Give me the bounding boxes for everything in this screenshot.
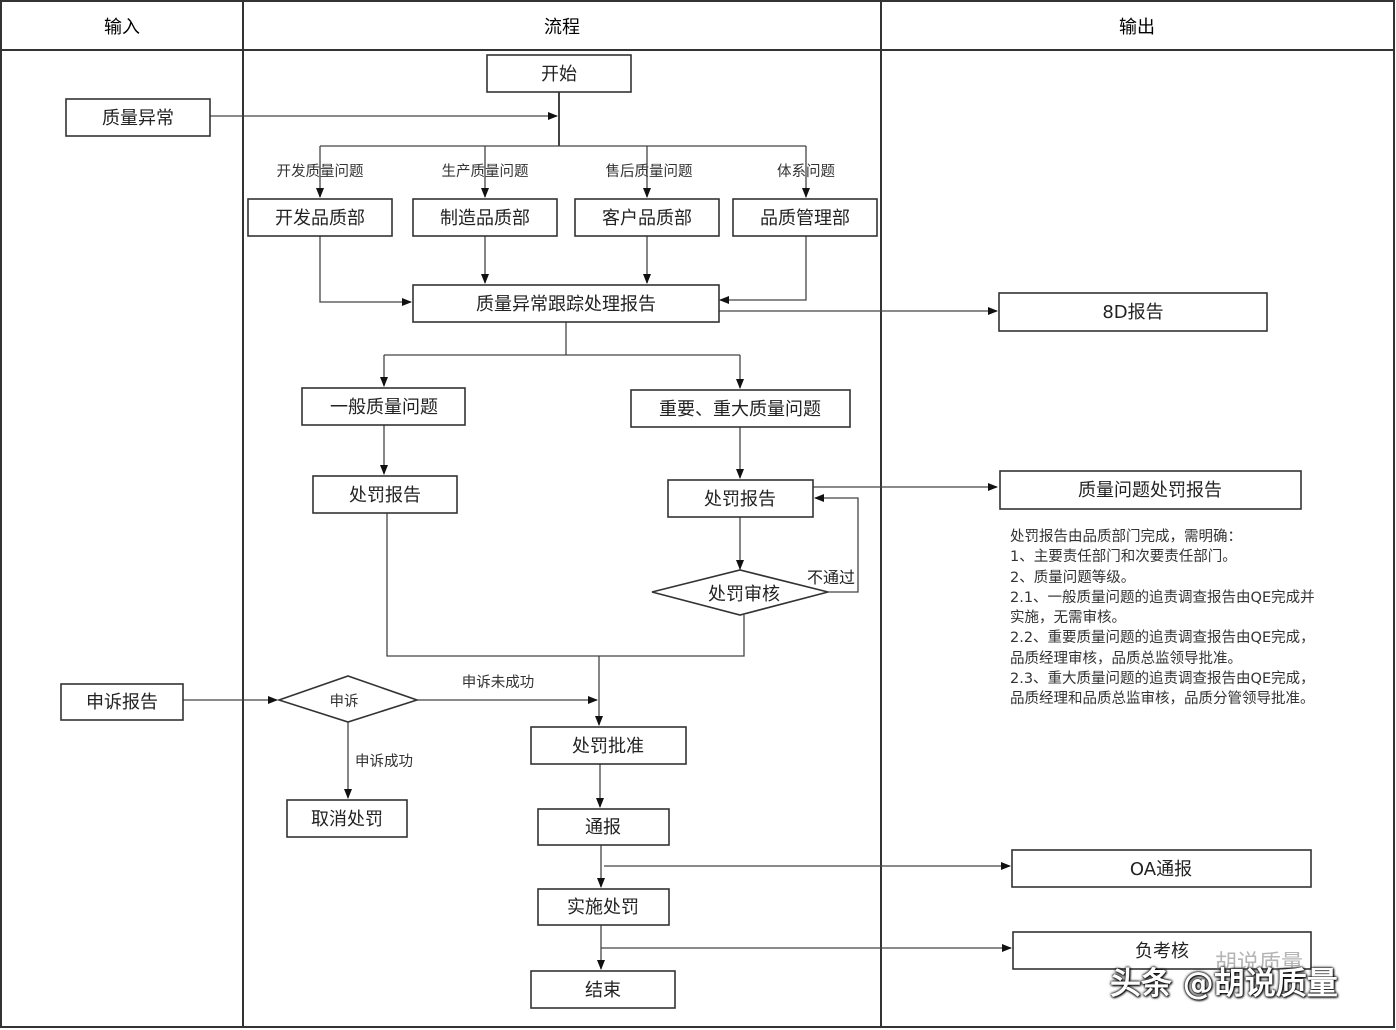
category-label-system: 体系问题 — [777, 163, 835, 180]
oa-notice-box — [1011, 849, 1312, 888]
quality-penalty-report-box — [999, 470, 1302, 510]
notify-label: 通报 — [585, 817, 621, 838]
dept-box-management — [732, 198, 878, 237]
assessment-label: 负考核 — [1135, 941, 1189, 962]
category-label-development: 开发质量问题 — [277, 163, 364, 180]
note-line: 1、主要责任部门和次要责任部门。 — [1010, 549, 1237, 566]
lane-header-output: 输出 — [1119, 17, 1155, 38]
dept-box-manufacturing — [412, 198, 558, 237]
quality-anomaly-label: 质量异常 — [102, 108, 174, 129]
general-issue-box — [301, 387, 466, 426]
dept-label-customer: 客户品质部 — [602, 208, 692, 229]
dept-box-customer — [574, 198, 720, 237]
note-line: 品质经理审核，品质总监领导批准。 — [1010, 650, 1242, 667]
category-label-aftersales: 售后质量问题 — [606, 163, 693, 180]
penalty-approval-box — [530, 726, 687, 765]
lane-header-input: 输入 — [104, 17, 140, 38]
general-issue-label: 一般质量问题 — [330, 397, 438, 418]
note-line: 实施，无需审核。 — [1010, 610, 1126, 627]
report-8d-label: 8D报告 — [1102, 302, 1163, 323]
penalty-approval-label: 处罚批准 — [572, 736, 644, 757]
notify-box — [537, 808, 670, 846]
category-label-production: 生产质量问题 — [442, 163, 529, 180]
appeal-diamond-label: 申诉 — [330, 693, 359, 710]
end-box — [530, 970, 676, 1009]
dept-label-management: 品质管理部 — [760, 208, 850, 229]
not-passed-label: 不通过 — [807, 568, 855, 587]
note-line: 2.2、重要质量问题的追责调查报告由QE完成， — [1010, 630, 1315, 647]
tracking-report-box — [412, 284, 720, 323]
oa-notice-label: OA通报 — [1130, 859, 1192, 880]
penalty-review-diamond — [651, 569, 829, 616]
dept-label-manufacturing: 制造品质部 — [440, 208, 530, 229]
major-issue-label: 重要、重大质量问题 — [659, 399, 821, 420]
appeal-success-label: 申诉成功 — [355, 753, 413, 770]
appeal-report-box — [60, 683, 184, 721]
note-line: 2.3、重大质量问题的追责调查报告由QE完成， — [1010, 671, 1315, 688]
note-line: 2、质量问题等级。 — [1010, 569, 1136, 586]
appeal-failed-label: 申诉未成功 — [462, 674, 535, 691]
start-box — [486, 54, 632, 93]
appeal-report-label: 申诉报告 — [86, 692, 158, 713]
penalty-report-left-label: 处罚报告 — [349, 485, 421, 506]
note-line: 品质经理和品质总监审核，品质分管领导批准。 — [1010, 691, 1315, 708]
end-label: 结束 — [585, 980, 621, 1001]
execute-penalty-box — [537, 888, 670, 926]
penalty-report-left-box — [312, 475, 458, 514]
note-line: 处罚报告由品质部门完成，需明确： — [1010, 529, 1242, 545]
major-issue-box — [630, 389, 851, 428]
penalty-report-right-box — [667, 479, 814, 518]
start-label: 开始 — [541, 64, 577, 85]
penalty-report-right-label: 处罚报告 — [704, 489, 776, 510]
quality-penalty-report-label: 质量问题处罚报告 — [1078, 480, 1222, 501]
watermark-faint: 胡说质量 — [1215, 951, 1304, 976]
penalty-review-label: 处罚审核 — [708, 584, 780, 605]
dept-label-development: 开发品质部 — [275, 208, 365, 229]
cancel-penalty-label: 取消处罚 — [311, 809, 383, 830]
execute-penalty-label: 实施处罚 — [567, 897, 639, 918]
connectors — [183, 92, 1012, 970]
tracking-report-label: 质量异常跟踪处理报告 — [476, 294, 656, 315]
quality-anomaly-box — [65, 98, 211, 137]
lane-header-process: 流程 — [544, 17, 580, 38]
note-line: 2.1、一般质量问题的追责调查报告由QE完成并 — [1010, 589, 1315, 606]
penalty-report-notes: 处罚报告由品质部门完成，需明确： 1、主要责任部门和次要责任部门。 2、质量问题… — [1010, 527, 1385, 710]
watermark: 头条 @胡说质量 — [1110, 966, 1338, 1002]
dept-box-development — [247, 198, 393, 237]
cancel-penalty-box — [286, 799, 408, 838]
assessment-box — [1012, 931, 1312, 970]
report-8d-box — [998, 292, 1268, 332]
appeal-diamond — [276, 675, 420, 723]
